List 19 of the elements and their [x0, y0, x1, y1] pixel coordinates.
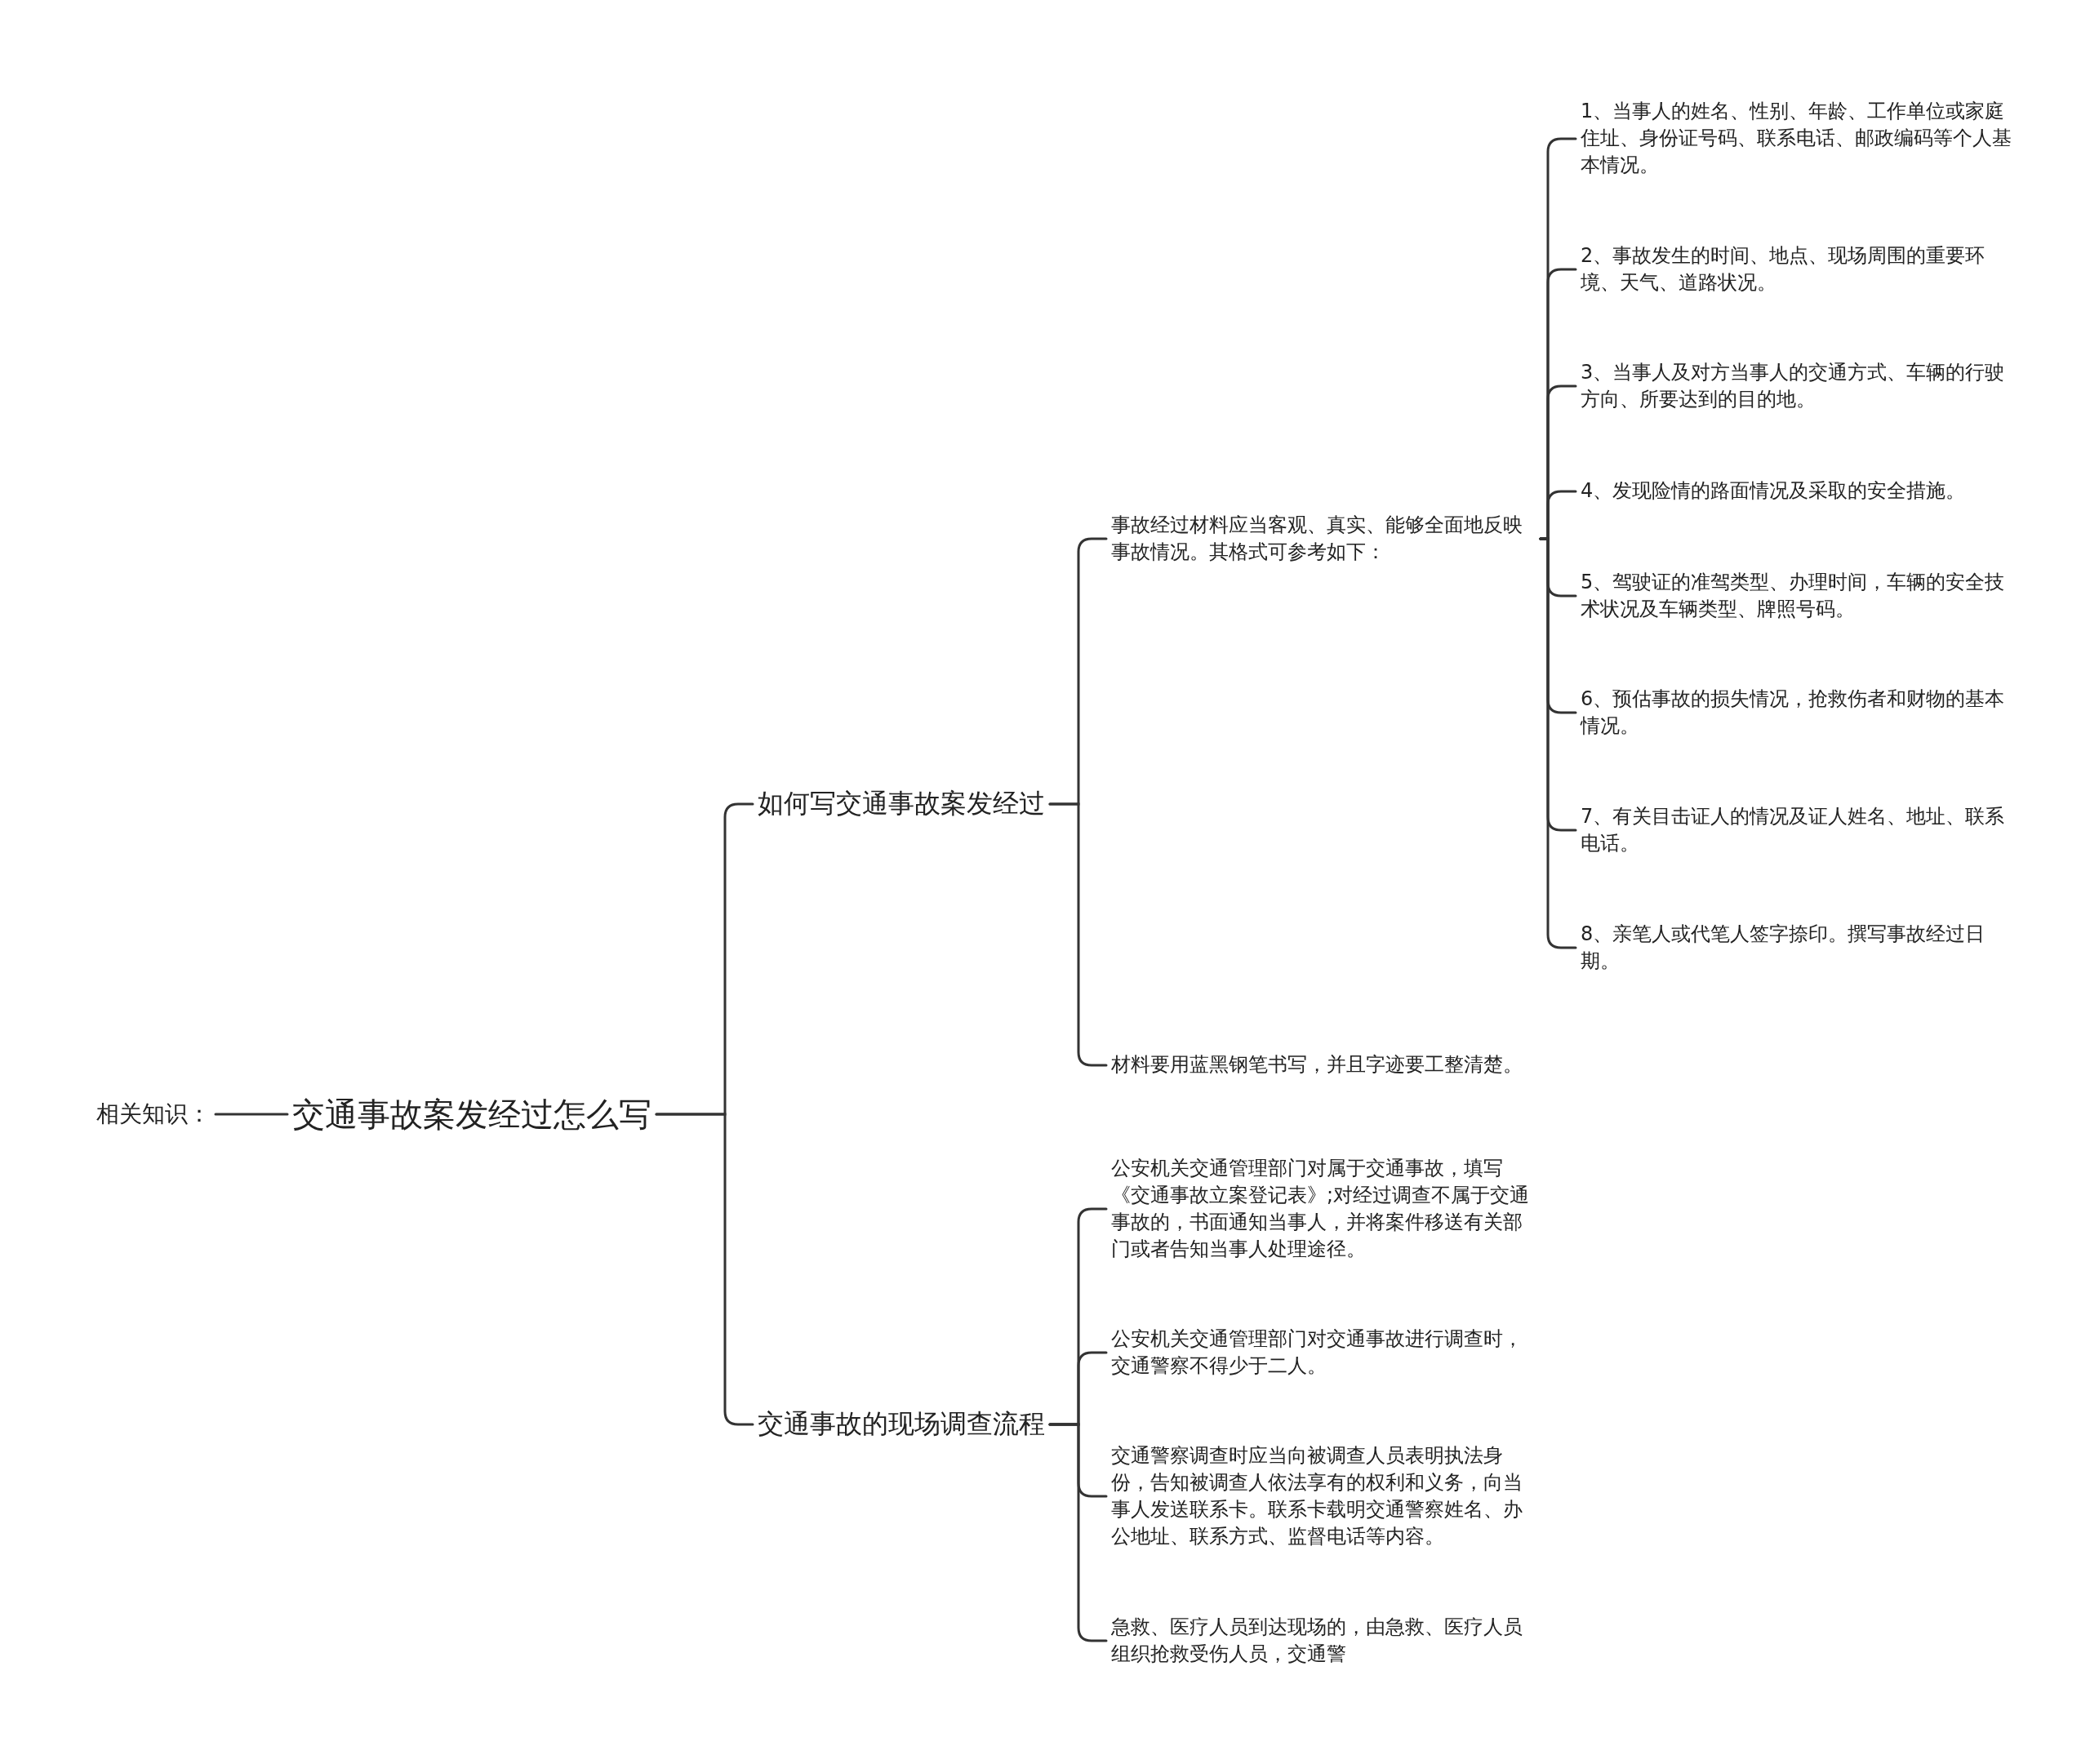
subtopic-text: 4、发现险情的路面情况及采取的安全措施。	[1581, 478, 1967, 504]
subtopic-text: 1、当事人的姓名、性别、年龄、工作单位或家庭住址、身份证号码、联系电话、邮政编码等个人基本情况。	[1581, 99, 2012, 179]
central-topic: 交通事故案发经过怎么写	[292, 1095, 651, 1135]
subtopic-text: 急救、医疗人员到达现场的，由急救、医疗人员组织抢救受伤人员，交通警	[1111, 1614, 1523, 1667]
branch-topic: 交通事故的现场调查流程	[758, 1407, 1045, 1442]
subtopic-text: 公安机关交通管理部门对交通事故进行调查时，交通警察不得少于二人。	[1111, 1326, 1523, 1379]
subtopic-text: 5、驾驶证的准驾类型、办理时间，车辆的安全技术状况及车辆类型、牌照号码。	[1581, 569, 2006, 622]
subtopic-text: 8、亲笔人或代笔人签字捺印。撰写事故经过日期。	[1581, 921, 1986, 974]
subtopic-text: 交通警察调查时应当向被调查人员表明执法身份，告知被调查人依法享有的权利和义务，向当事人发送联系卡。联系卡载明交通警察姓名、办公地址、联系方式、监督电话等内容。	[1111, 1442, 1523, 1550]
subtopic-text: 2、事故发生的时间、地点、现场周围的重要环境、天气、道路状况。	[1581, 242, 1986, 295]
subtopic-text: 7、有关目击证人的情况及证人姓名、地址、联系电话。	[1581, 803, 2006, 856]
side-label: 相关知识：	[96, 1099, 211, 1129]
branch-topic: 如何写交通事故案发经过	[758, 787, 1045, 821]
subtopic-text: 3、当事人及对方当事人的交通方式、车辆的行驶方向、所要达到的目的地。	[1581, 359, 2006, 412]
connector-line	[214, 1113, 289, 1116]
subtopic-text: 材料要用蓝黑钢笔书写，并且字迹要工整清楚。	[1111, 1052, 1523, 1078]
subtopic-text: 6、预估事故的损失情况，抢救伤者和财物的基本情况。	[1581, 686, 2006, 739]
subtopic-text: 事故经过材料应当客观、真实、能够全面地反映事故情况。其格式可参考如下：	[1111, 512, 1523, 565]
subtopic-text: 公安机关交通管理部门对属于交通事故，填写《交通事故立案登记表》;对经过调查不属于交通事故的，书面通知当事人，并将案件移送有关部门或者告知当事人处理途径。	[1111, 1155, 1531, 1263]
